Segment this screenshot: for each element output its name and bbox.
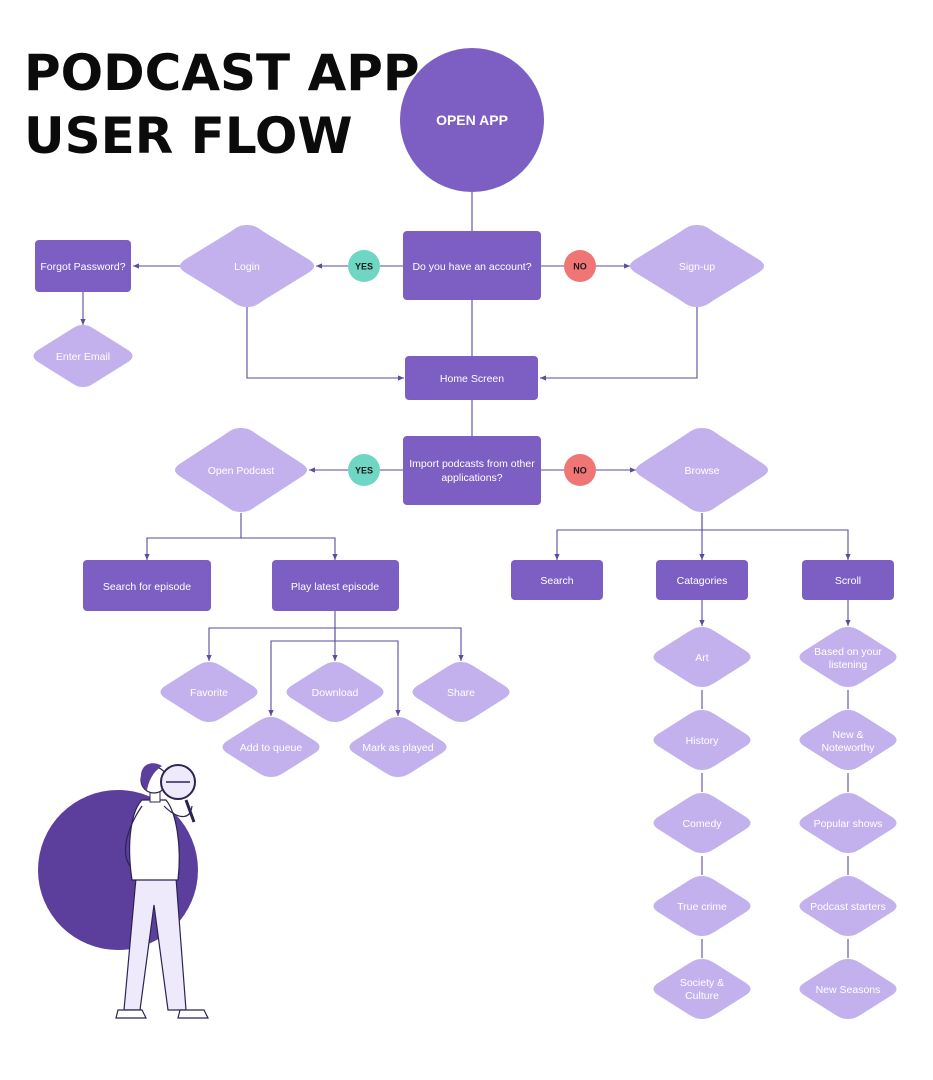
search-episode-label: Search for episode — [103, 581, 191, 593]
true-crime-node: True crime — [653, 876, 751, 936]
open-app-label: OPEN APP — [436, 112, 508, 128]
art-node: Art — [653, 627, 751, 687]
import-question-label-2: applications? — [441, 472, 502, 484]
browse-node: Browse — [636, 428, 768, 512]
favorite-label: Favorite — [190, 687, 228, 699]
based-on-listening-label-1: Based on your — [814, 646, 882, 658]
mark-as-played-node: Mark as played — [349, 717, 447, 777]
podcast-starters-label: Podcast starters — [810, 901, 886, 913]
yes-badge-label: YES — [355, 262, 373, 272]
history-node: History — [653, 710, 751, 770]
account-question-node: Do you have an account? — [403, 231, 541, 300]
connector — [246, 307, 404, 381]
signup-label: Sign-up — [679, 261, 715, 273]
yes-badge-label: YES — [355, 466, 373, 476]
society-culture-node: Society & Culture — [653, 959, 751, 1019]
popular-shows-node: Popular shows — [799, 793, 897, 853]
search-label: Search — [540, 575, 573, 587]
person-with-magnifying-glass-icon — [38, 763, 209, 1019]
yes-badge: YES — [348, 454, 380, 486]
connector — [206, 611, 336, 661]
society-culture-label-2: Culture — [685, 990, 719, 1002]
based-on-listening-node: Based on your listening — [799, 627, 897, 687]
forgot-password-node: Forgot Password? — [35, 240, 131, 292]
scroll-label: Scroll — [835, 575, 861, 587]
categories-label: Catagories — [677, 575, 728, 587]
connector — [335, 640, 401, 716]
download-node: Download — [286, 662, 384, 722]
new-seasons-node: New Seasons — [799, 959, 897, 1019]
home-screen-label: Home Screen — [440, 373, 504, 385]
add-to-queue-label: Add to queue — [240, 742, 303, 754]
search-episode-node: Search for episode — [83, 560, 211, 611]
comedy-label: Comedy — [682, 818, 722, 830]
no-badge: NO — [564, 250, 596, 282]
open-app-node: OPEN APP — [400, 48, 544, 192]
new-noteworthy-node: New & Noteworthy — [799, 710, 897, 770]
play-latest-label: Play latest episode — [291, 581, 379, 593]
connector — [241, 537, 338, 560]
true-crime-label: True crime — [677, 901, 727, 913]
society-culture-label-1: Society & — [680, 977, 724, 989]
forgot-password-label: Forgot Password? — [40, 261, 125, 273]
title-line-2: USER FLOW — [24, 107, 353, 165]
title-line-1: PODCAST APP — [24, 44, 420, 102]
yes-badge: YES — [348, 250, 380, 282]
favorite-node: Favorite — [160, 662, 258, 722]
enter-email-label: Enter Email — [56, 351, 110, 363]
comedy-node: Comedy — [653, 793, 751, 853]
search-node: Search — [511, 560, 603, 600]
signup-node: Sign-up — [630, 225, 764, 307]
history-label: History — [686, 735, 719, 747]
open-podcast-node: Open Podcast — [175, 428, 307, 512]
podcast-starters-node: Podcast starters — [799, 876, 897, 936]
no-badge-label: NO — [573, 262, 587, 272]
connector — [335, 627, 464, 661]
no-badge-label: NO — [573, 466, 587, 476]
connectors — [80, 192, 851, 958]
import-question-label-1: Import podcasts from other — [409, 458, 535, 470]
art-label: Art — [695, 652, 709, 664]
no-badge: NO — [564, 454, 596, 486]
mark-as-played-label: Mark as played — [362, 742, 433, 754]
browse-label: Browse — [684, 465, 719, 477]
new-seasons-label: New Seasons — [816, 984, 881, 996]
login-node: Login — [180, 225, 314, 307]
scroll-node: Scroll — [802, 560, 894, 600]
login-label: Login — [234, 261, 260, 273]
download-label: Download — [312, 687, 359, 699]
popular-shows-label: Popular shows — [814, 818, 883, 830]
based-on-listening-label-2: listening — [829, 659, 868, 671]
categories-node: Catagories — [656, 560, 748, 600]
connector — [268, 628, 336, 716]
import-question-node: Import podcasts from other applications? — [403, 436, 541, 505]
share-label: Share — [447, 687, 475, 699]
connector — [540, 307, 698, 381]
connector — [554, 513, 703, 560]
play-latest-node: Play latest episode — [272, 560, 399, 611]
new-noteworthy-label-2: Noteworthy — [821, 742, 875, 754]
account-question-label: Do you have an account? — [412, 261, 531, 273]
add-to-queue-node: Add to queue — [222, 717, 320, 777]
share-node: Share — [412, 662, 510, 722]
open-podcast-label: Open Podcast — [208, 465, 275, 477]
home-screen-node: Home Screen — [405, 356, 538, 400]
connector — [144, 513, 242, 560]
enter-email-node: Enter Email — [33, 325, 133, 387]
new-noteworthy-label-1: New & — [833, 729, 864, 741]
connector — [702, 529, 851, 560]
